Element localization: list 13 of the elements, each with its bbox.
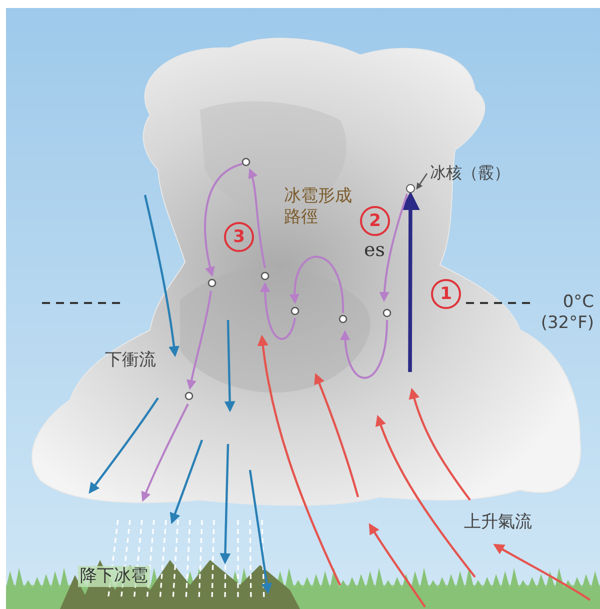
downdraft-label: 下衝流 — [105, 350, 156, 371]
step-number: 2 — [360, 206, 390, 236]
step-number: 1 — [431, 279, 461, 309]
updraft-label: 上升氣流 — [464, 512, 532, 533]
temperature-label: 0°C (32°F) — [540, 292, 594, 334]
falling-hail-label: 降下冰雹 — [78, 566, 150, 587]
path-label: 冰雹形成路徑 — [284, 186, 353, 228]
step-number: 3 — [224, 222, 254, 252]
callout-label: 冰核（霰） — [430, 163, 510, 184]
leader-line — [416, 173, 428, 190]
hail-path-arrow — [379, 194, 408, 302]
text-fragment: es — [364, 240, 385, 261]
updraft-arrow — [400, 191, 420, 372]
